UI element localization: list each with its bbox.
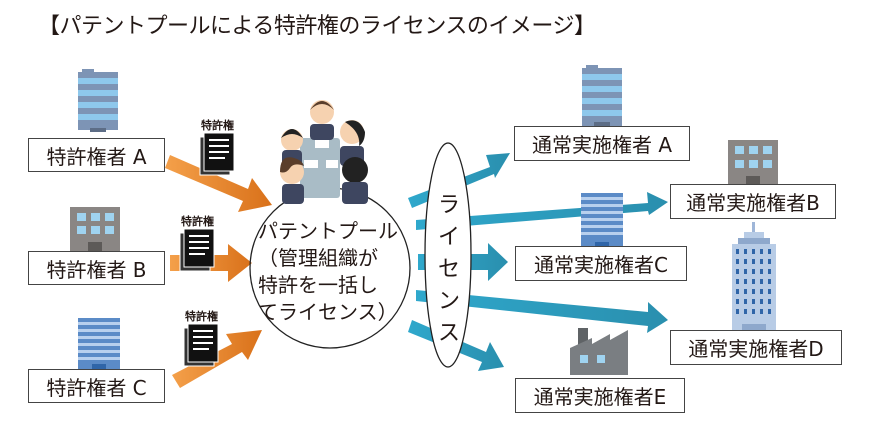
licensee-e-box: 通常実施権者E (515, 378, 685, 413)
patent-document-label-a: 特許権 (201, 119, 234, 132)
patent-document-icon-c (183, 323, 219, 367)
licensee-a-box: 通常実施権者 A (514, 126, 690, 161)
patent-holder-b-box: 特許権者 B (28, 251, 165, 285)
office-tower-blue-icon-licensee-c (581, 193, 623, 249)
license-char-4: ン (437, 289, 460, 314)
pool-line-2: （管理組織が (258, 246, 378, 270)
factory-icon-licensee-e (570, 328, 628, 375)
patent-document-icon-a (199, 132, 235, 176)
pool-line-4: てライセンス） (258, 300, 398, 324)
license-label: ラ イ セ ン ス (434, 190, 464, 350)
license-char-1: ラ (437, 193, 460, 218)
license-char-2: イ (437, 225, 460, 250)
skyscraper-icon-licensee-d (732, 222, 776, 330)
pool-line-3: 特許を一括し (258, 273, 378, 297)
teal-arrow-d (416, 290, 668, 333)
small-office-building-icon-licensee-b (728, 140, 778, 186)
patent-document-label-b: 特許権 (181, 215, 214, 228)
office-tower-blue-icon-holder-c (78, 318, 120, 371)
licensee-d-box: 通常実施権者D (670, 330, 842, 365)
office-building-striped-icon-licensee-a (582, 65, 622, 126)
page-title: 【パテントプールによる特許権のライセンスのイメージ】 (38, 14, 596, 39)
licensee-b-box: 通常実施権者B (670, 184, 836, 219)
licensee-c-box: 通常実施権者C (515, 246, 687, 281)
office-building-striped-icon-holder-a (78, 69, 118, 132)
license-ellipse (424, 142, 472, 368)
license-char-5: ス (437, 321, 460, 346)
patent-document-icon-b (179, 228, 215, 272)
teal-arrow-b (416, 192, 668, 230)
orange-arrow-a (165, 155, 272, 212)
patent-pool-description: パテントプール （管理組織が 特許を一括し てライセンス） (258, 218, 408, 326)
license-char-3: セ (437, 257, 460, 282)
small-office-building-icon-holder-b (70, 207, 120, 251)
patent-holder-a-box: 特許権者 A (28, 138, 165, 172)
pool-line-1: パテントプール (258, 219, 398, 243)
meeting-people-icon (280, 100, 368, 204)
patent-holder-c-box: 特許権者 C (28, 369, 165, 403)
patent-document-label-c: 特許権 (185, 310, 218, 323)
